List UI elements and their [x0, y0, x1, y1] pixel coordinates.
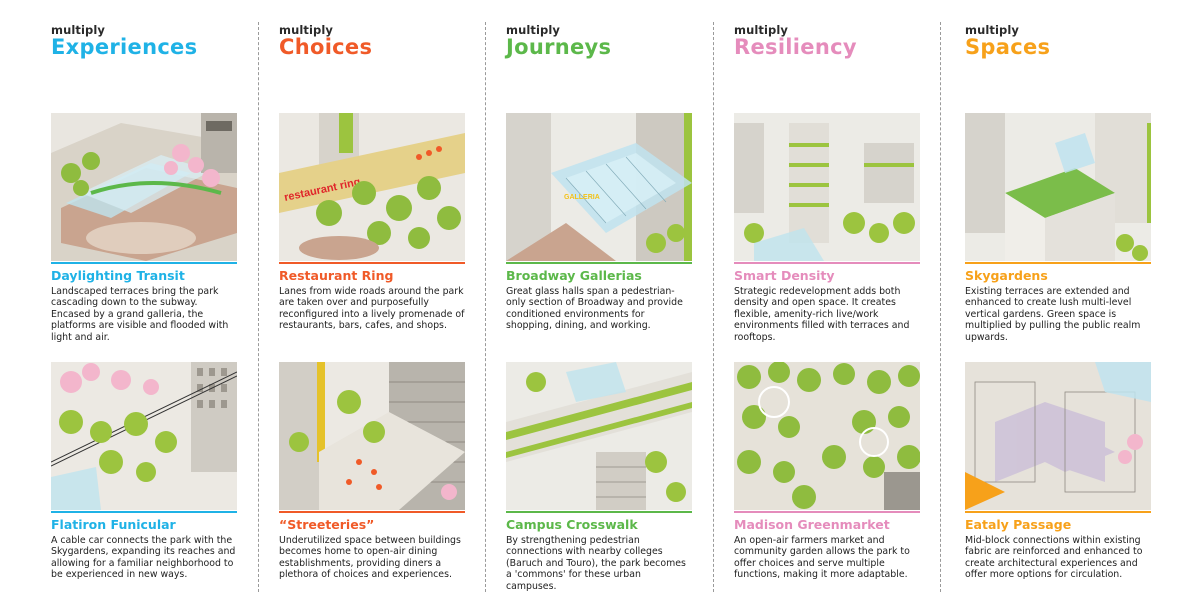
card-description: An open-air farmers market and community… [734, 535, 910, 581]
card-campus-crosswalk: Campus Crosswalk By strengthening pedest… [506, 362, 692, 592]
accent-rule [279, 511, 465, 513]
card-streeteries: “Streeteries” Underutilized space betwee… [279, 362, 465, 581]
accent-rule [506, 511, 692, 513]
column-kicker: multiply [965, 23, 1020, 37]
column-kicker: multiply [506, 23, 561, 37]
column-divider [258, 22, 259, 592]
card-eataly-passage: Eataly Passage Mid-block connections wit… [965, 362, 1151, 581]
card-title: Daylighting Transit [51, 268, 185, 283]
column-journeys: multiply Journeys GALLERIA Broadway Gall… [506, 0, 692, 600]
card-broadway-gallerias: GALLERIA Broadway Gallerias Great glass … [506, 113, 692, 332]
column-headline: Journeys [506, 35, 612, 59]
card-restaurant-ring: restaurant ring Restaurant Ring Lanes fr… [279, 113, 465, 332]
card-description: Great glass halls span a pedestrian-only… [506, 286, 683, 332]
card-daylighting-transit: Daylighting Transit Landscaped terraces … [51, 113, 237, 343]
card-title: Smart Density [734, 268, 835, 283]
streeteries-illustration [279, 362, 465, 510]
campus-crosswalk-illustration [506, 362, 692, 510]
column-headline: Choices [279, 35, 373, 59]
card-description: A cable car connects the park with the S… [51, 535, 236, 581]
card-title: Campus Crosswalk [506, 517, 638, 532]
column-resiliency: multiply Resiliency Smart Density Strate… [734, 0, 920, 600]
column-kicker: multiply [734, 23, 789, 37]
card-smart-density: Smart Density Strategic redevelopment ad… [734, 113, 920, 343]
card-title: Flatiron Funicular [51, 517, 176, 532]
skygardens-illustration [965, 113, 1151, 261]
column-headline: Experiences [51, 35, 198, 59]
greenmarket-illustration [734, 362, 920, 510]
restaurant-ring-illustration: restaurant ring [279, 113, 465, 261]
card-title: Broadway Gallerias [506, 268, 642, 283]
column-divider [940, 22, 941, 592]
card-description: Existing terraces are extended and enhan… [965, 286, 1141, 343]
card-description: Strategic redevelopment adds both densit… [734, 286, 910, 343]
column-headline: Resiliency [734, 35, 857, 59]
eataly-passage-illustration [965, 362, 1151, 510]
card-description: Mid-block connections within existing fa… [965, 535, 1143, 581]
card-description: Lanes from wide roads around the park ar… [279, 286, 465, 332]
accent-rule [965, 262, 1151, 264]
accent-rule [734, 511, 920, 513]
cable-car-illustration [51, 362, 237, 510]
card-title: Eataly Passage [965, 517, 1072, 532]
accent-rule [506, 262, 692, 264]
column-spaces: multiply Spaces Skygardens Existing terr… [965, 0, 1151, 600]
column-kicker: multiply [51, 23, 106, 37]
card-title: “Streeteries” [279, 517, 375, 532]
column-divider [485, 22, 486, 592]
glass-galleria-illustration: GALLERIA [506, 113, 692, 261]
card-description: Underutilized space between buildings be… [279, 535, 461, 581]
galleria-sign: GALLERIA [564, 194, 600, 201]
column-choices: multiply Choices restaurant ring Restaur… [279, 0, 465, 600]
accent-rule [279, 262, 465, 264]
card-skygardens: Skygardens Existing terraces are extende… [965, 113, 1151, 343]
card-madison-greenmarket: Madison Greenmarket An open-air farmers … [734, 362, 920, 581]
card-title: Madison Greenmarket [734, 517, 890, 532]
card-description: By strengthening pedestrian connections … [506, 535, 686, 592]
column-divider [713, 22, 714, 592]
card-title: Skygardens [965, 268, 1048, 283]
accent-rule [51, 511, 237, 513]
column-headline: Spaces [965, 35, 1051, 59]
accent-rule [965, 511, 1151, 513]
column-experiences: multiply Experiences Daylighting Transit… [51, 0, 237, 600]
card-title: Restaurant Ring [279, 268, 394, 283]
accent-rule [51, 262, 237, 264]
subway-galleria-illustration [51, 113, 237, 261]
card-flatiron-funicular: Flatiron Funicular A cable car connects … [51, 362, 237, 581]
card-description: Landscaped terraces bring the park casca… [51, 286, 229, 343]
accent-rule [734, 262, 920, 264]
smart-density-illustration [734, 113, 920, 261]
column-kicker: multiply [279, 23, 334, 37]
